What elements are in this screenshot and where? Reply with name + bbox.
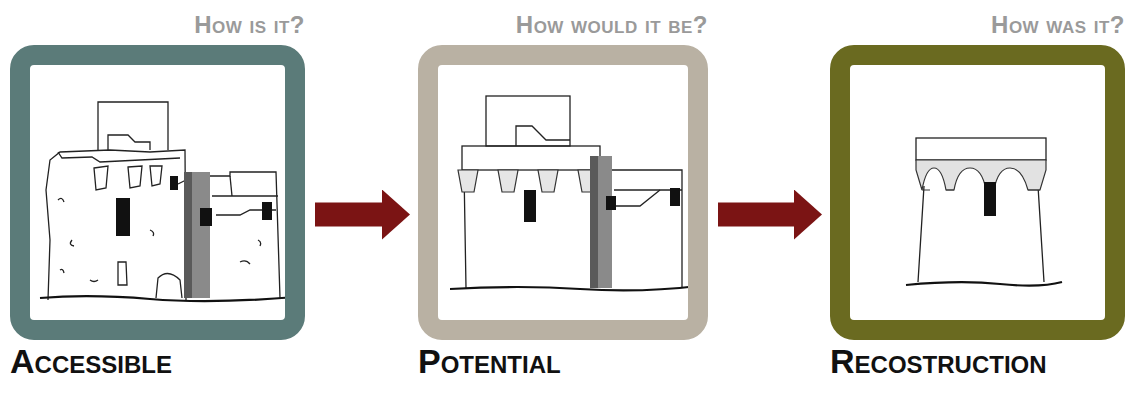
window <box>200 208 212 226</box>
window <box>116 198 130 236</box>
panel-question: How is it? <box>194 11 305 39</box>
ruined-tower-sketch <box>46 102 280 300</box>
panel-title: Accessible <box>10 342 172 381</box>
block-arrow <box>718 203 794 227</box>
panel-ground <box>436 63 690 322</box>
shadow-band <box>184 172 192 298</box>
image-panel: How would it be?Potential <box>418 45 708 340</box>
window <box>606 196 616 210</box>
ground-line <box>906 282 1062 286</box>
window <box>984 182 996 216</box>
potential-tower <box>462 96 682 288</box>
image-panel: How is it?Accessible <box>10 45 305 340</box>
corbel-ends <box>922 189 1040 190</box>
panel-question: How was it? <box>991 11 1125 39</box>
image-panel: How was it?Recostruction <box>830 45 1125 340</box>
window <box>524 190 536 222</box>
reconstructed-tower <box>916 138 1046 282</box>
shadow-band <box>590 156 598 288</box>
ground-line <box>40 296 296 301</box>
window <box>262 202 272 220</box>
panel-ground <box>848 63 1107 322</box>
shadow-band <box>598 156 612 288</box>
panel-question: How would it be? <box>516 11 708 39</box>
shadow-band <box>190 172 210 298</box>
window <box>670 188 680 206</box>
machicolation-arches <box>916 160 1046 190</box>
window <box>170 176 178 190</box>
panel-title: Potential <box>418 342 561 381</box>
corbels <box>458 170 598 192</box>
panel-ground <box>28 63 287 322</box>
ground-line <box>450 286 698 290</box>
panel-title: Recostruction <box>830 342 1047 381</box>
block-arrow <box>315 203 382 227</box>
